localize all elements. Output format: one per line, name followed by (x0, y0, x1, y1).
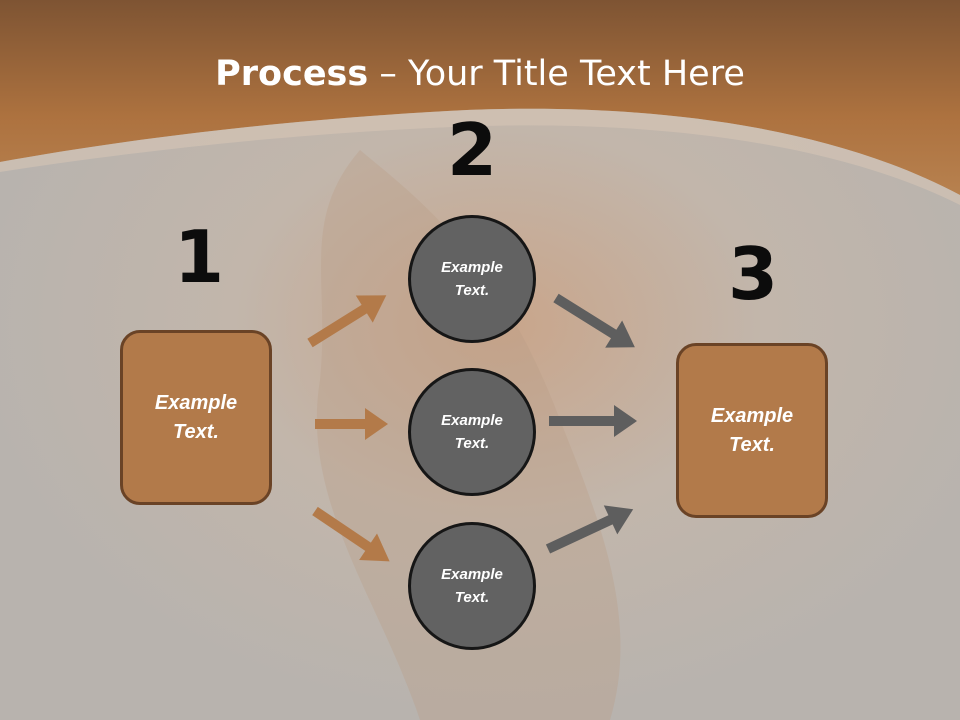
step-1-text: Example Text. (154, 391, 238, 443)
orange-arrow-straight (315, 408, 388, 440)
orange-arrow-up (307, 295, 387, 348)
step-2-number: 2 (446, 108, 498, 192)
step-1-number: 1 (173, 215, 225, 299)
step-2-circle-bottom: Example Text. (408, 522, 536, 650)
circle-bottom-text: Example Text. (441, 566, 503, 606)
title-bold: Process (215, 54, 369, 94)
step-3-text: Example Text. (710, 404, 794, 456)
page-title: Process – Your Title Text Here (0, 52, 960, 96)
step-3-number: 3 (727, 232, 779, 316)
step-3-box: Example Text. (676, 343, 828, 518)
circle-top-text: Example Text. (441, 259, 503, 299)
circle-middle-text: Example Text. (441, 412, 503, 452)
orange-arrow-down (312, 506, 390, 562)
step-1-box: Example Text. (120, 330, 272, 505)
title-rest: – Your Title Text Here (368, 54, 745, 94)
gray-arrow-straight (549, 405, 637, 437)
gray-arrow-down (553, 293, 635, 348)
step-2-circle-middle: Example Text. (408, 368, 536, 496)
gray-arrow-up (545, 505, 634, 554)
step-2-circle-top: Example Text. (408, 215, 536, 343)
